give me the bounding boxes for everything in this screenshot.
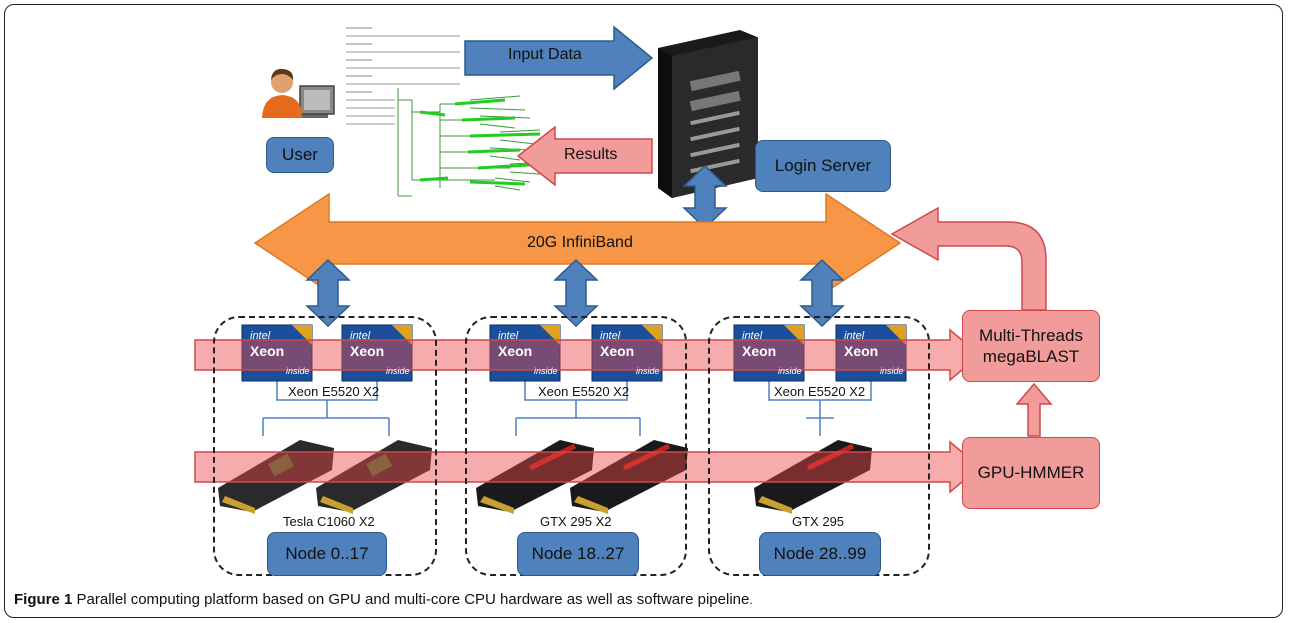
user-label: User: [282, 145, 318, 164]
login-server-label: Login Server: [774, 156, 872, 175]
chip-brand-label: inside: [386, 366, 410, 376]
node-name-label: Node 18..27: [531, 544, 625, 563]
chip-brand-label: intel: [350, 330, 371, 342]
results-arrow: [516, 125, 653, 187]
user-icon: [262, 68, 335, 118]
chip-brand-label: Xeon: [498, 343, 533, 359]
gpu-card-icon: [570, 440, 688, 514]
chip-brand-label: intel: [844, 330, 865, 342]
intel-xeon-chip-icon: [341, 324, 413, 382]
cpu-label: Xeon E5520 X2: [538, 384, 630, 399]
chip-brand-label: Xeon: [250, 343, 285, 359]
connector-lines: [262, 381, 872, 436]
chip-brand-label: intel: [742, 330, 763, 342]
gpu-card-icon: [754, 440, 872, 514]
chip-brand-label: inside: [636, 366, 660, 376]
node-name-label: Node 28..99: [773, 544, 867, 563]
intel-xeon-chip-icon: [733, 324, 805, 382]
gpu-label: GTX 295: [792, 514, 845, 529]
cpu-label: Xeon E5520 X2: [288, 384, 380, 399]
input-data-label: Input Data: [508, 46, 582, 63]
node-name-label: Node 0..17: [285, 544, 369, 563]
chip-brand-label: intel: [600, 330, 621, 342]
gpu-card-icon: [218, 440, 334, 514]
chip-brand-label: inside: [778, 366, 802, 376]
chip-brand-label: Xeon: [600, 343, 635, 359]
chip-brand-label: intel: [498, 330, 519, 342]
hmmer-to-megablast-arrow: [1015, 382, 1053, 437]
gpu-hmmer-label: GPU-HMMER: [977, 463, 1085, 483]
chip-brand-label: Xeon: [844, 343, 879, 359]
intel-xeon-chip-icon: [489, 324, 561, 382]
chip-brand-label: Xeon: [350, 343, 385, 359]
gpu-label: GTX 295 X2: [540, 514, 612, 529]
node-group-3-infiniband-arrow: [799, 258, 845, 328]
figure-caption-text: Parallel computing platform based on GPU…: [72, 591, 750, 608]
megablast-box: Multi-Threads megaBLAST: [962, 310, 1100, 382]
figure-caption: Figure 1 Parallel computing platform bas…: [14, 591, 753, 608]
results-label: Results: [564, 146, 618, 163]
node-name-box: Node 28..99: [759, 532, 881, 576]
sequence-data-thumbnail: [346, 27, 460, 125]
node-group-1-infiniband-arrow: [305, 258, 351, 328]
chip-brand-label: inside: [534, 366, 558, 376]
chip-brand-label: inside: [880, 366, 904, 376]
cpu-label: Xeon E5520 X2: [774, 384, 866, 399]
intel-xeon-chip-icon: [591, 324, 663, 382]
megablast-label-line2: megaBLAST: [982, 347, 1080, 366]
phylogenetic-tree-leaves: [419, 98, 546, 186]
node-name-box: Node 18..27: [517, 532, 639, 576]
user-box: User: [266, 137, 334, 173]
gpu-card-icons: [218, 440, 872, 514]
infiniband-label: 20G InfiniBand: [527, 234, 633, 251]
gpu-hmmer-box: GPU-HMMER: [962, 437, 1100, 509]
login-server-box: Login Server: [755, 140, 891, 192]
gpu-card-icon: [316, 440, 432, 514]
megablast-label-line1: Multi-Threads: [979, 325, 1083, 345]
server-tower-icon: [658, 30, 758, 198]
intel-xeon-chip-icon: [241, 324, 313, 382]
gpu-card-icon: [476, 440, 594, 514]
cpu-chip-icons: [241, 324, 907, 382]
figure-number: Figure 1: [14, 591, 73, 608]
chip-brand-label: intel: [250, 330, 271, 342]
gpu-label: Tesla C1060 X2: [283, 514, 375, 529]
figure-caption-end: .: [749, 593, 753, 607]
megablast-to-infiniband-arrow: [890, 206, 1047, 311]
node-group-2-infiniband-arrow: [553, 258, 599, 328]
chip-brand-label: Xeon: [742, 343, 777, 359]
node-name-box: Node 0..17: [267, 532, 387, 576]
input-data-arrow: [464, 25, 654, 91]
chip-brand-label: inside: [286, 366, 310, 376]
